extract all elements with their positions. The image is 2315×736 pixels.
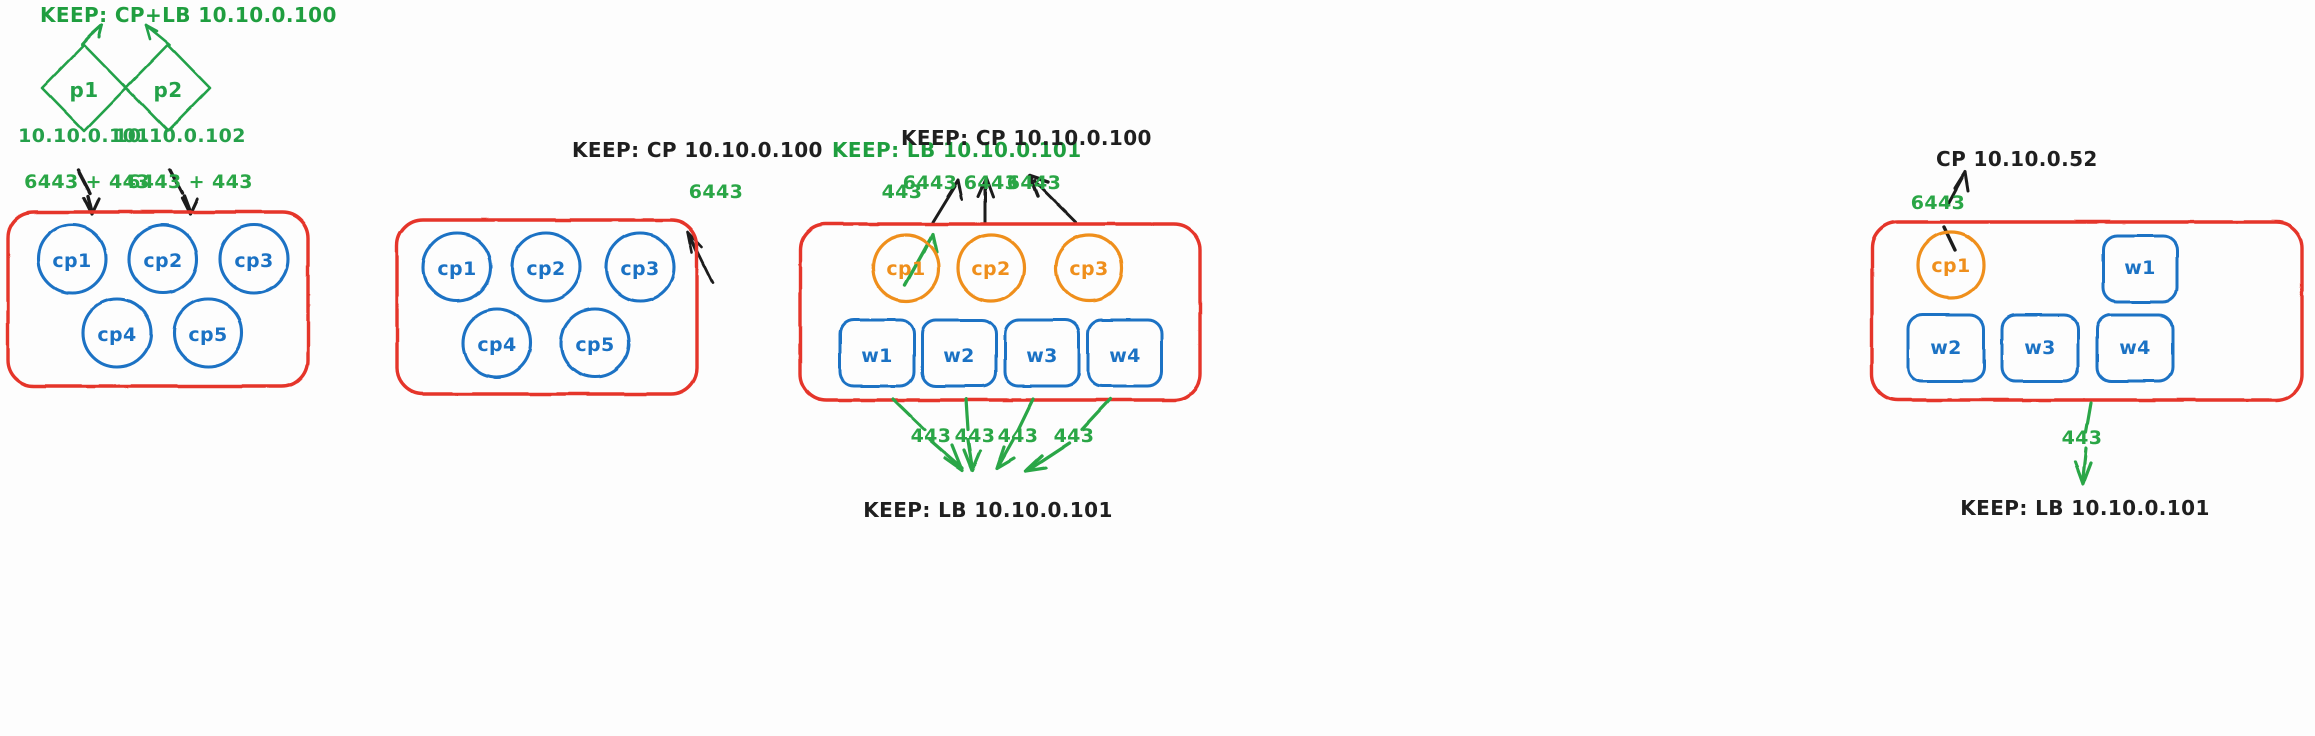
panel-3-graphics [798, 174, 1202, 473]
panel-4-cp-label: CP 10.10.0.52 [1936, 147, 2098, 171]
cluster-boundary-3 [798, 222, 1202, 402]
node-label-cp1: cp1 [52, 250, 92, 272]
panel-3-port-443-d: 443 [1053, 425, 1095, 447]
node-label-cp2: cp2 [971, 258, 1011, 280]
cluster-boundary-2 [395, 218, 699, 396]
panel-1-vip-label: KEEP: CP+LB 10.10.0.100 [40, 3, 337, 27]
panel-4-graphics [1870, 170, 2304, 486]
node-label-cp2: cp2 [526, 258, 566, 280]
panel-4-port-6443: 6443 [1910, 192, 1966, 214]
node-label-cp2: cp2 [143, 250, 183, 272]
panel-2-graphics [395, 218, 939, 396]
panel-1-graphics [6, 23, 310, 388]
panel-3-port-443-a: 443 [910, 425, 952, 447]
node-label-w4: w4 [1109, 345, 1141, 367]
node-label-cp1: cp1 [437, 258, 477, 280]
node-label-cp5: cp5 [188, 324, 228, 346]
panel-2-port-6443: 6443 [688, 181, 744, 203]
panel-2-lb-vip-label: KEEP: LB 10.10.0.101 [832, 138, 1082, 162]
proxy-p2-ip: 10.10.0.102 [114, 125, 246, 147]
proxy-node-p2-label: p2 [153, 78, 183, 102]
cluster-boundary-1 [6, 210, 310, 388]
cluster-boundary-4 [1870, 220, 2304, 402]
panel-2-port-443: 443 [881, 181, 923, 203]
panel-3-port-6443-c: 6443 [1006, 172, 1062, 194]
node-label-w2: w2 [943, 345, 975, 367]
panel-4-lb-vip-label: KEEP: LB 10.10.0.101 [1960, 496, 2210, 520]
node-label-cp3: cp3 [620, 258, 660, 280]
panel-1-ports-p1: 6443 + 443 [24, 171, 150, 193]
node-label-w2: w2 [1930, 337, 1962, 359]
panel-4-port-443: 443 [2061, 427, 2103, 449]
proxy-node-p1-label: p1 [69, 78, 99, 102]
node-label-cp3: cp3 [1069, 258, 1109, 280]
panel-2-cp-vip-label: KEEP: CP 10.10.0.100 [572, 138, 823, 162]
panel-3-port-6443-b: 6443 [963, 172, 1019, 194]
panel-1-ports-p2: 6443 + 443 [127, 171, 253, 193]
panel-3-port-443-c: 443 [997, 425, 1039, 447]
proxy-diamond-p2 [124, 43, 212, 133]
node-label-w3: w3 [1026, 345, 1058, 367]
node-label-w3: w3 [2024, 337, 2056, 359]
node-label-w4: w4 [2119, 337, 2151, 359]
node-label-w1: w1 [861, 345, 893, 367]
node-label-cp3: cp3 [234, 250, 274, 272]
node-label-cp1: cp1 [886, 258, 926, 280]
node-label-cp4: cp4 [477, 334, 517, 356]
node-label-w1: w1 [2124, 257, 2156, 279]
proxy-p1-ip: 10.10.0.101 [18, 125, 150, 147]
node-label-cp4: cp4 [97, 324, 137, 346]
node-label-cp5: cp5 [575, 334, 615, 356]
panel-3-lb-vip-label: KEEP: LB 10.10.0.101 [863, 498, 1113, 522]
panel-3-port-6443-a: 6443 [902, 172, 958, 194]
panel-3-cp-vip-label: KEEP: CP 10.10.0.100 [901, 126, 1152, 150]
panel-3-port-443-b: 443 [954, 425, 996, 447]
proxy-diamond-p1 [40, 43, 128, 133]
node-label-cp1: cp1 [1931, 255, 1971, 277]
